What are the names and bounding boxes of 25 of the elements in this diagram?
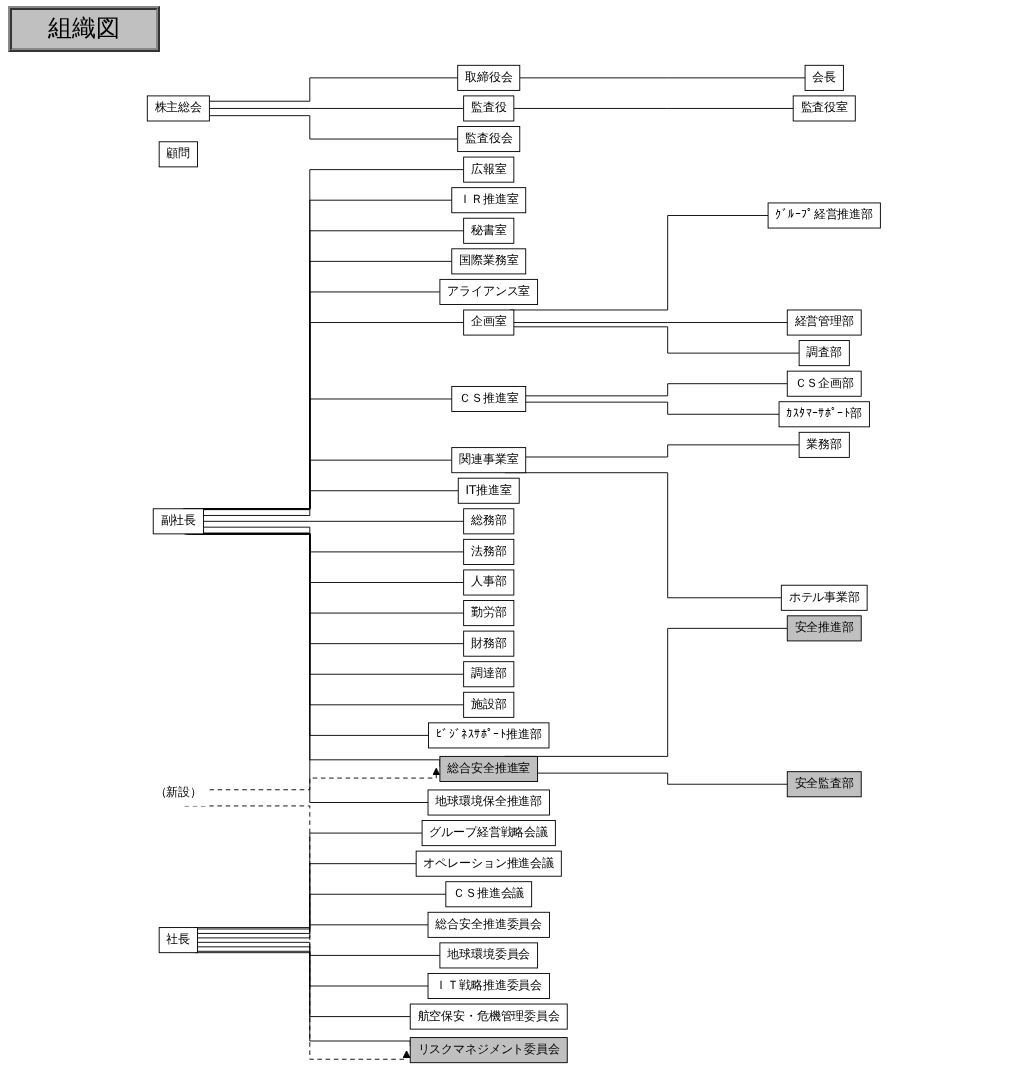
connector [525, 401, 780, 415]
connector [209, 115, 459, 140]
connector [537, 772, 788, 785]
connector [203, 490, 459, 516]
connector [203, 532, 465, 583]
connector [209, 77, 459, 102]
connector [525, 444, 800, 458]
connector [525, 383, 788, 397]
connector [193, 832, 423, 929]
connector [513, 326, 800, 354]
connector [513, 322, 788, 323]
title: 組織図 [8, 6, 160, 52]
connector [209, 108, 465, 109]
connector [203, 459, 453, 511]
connector [203, 526, 465, 553]
connector [203, 520, 465, 522]
connector [197, 950, 411, 1018]
connector [197, 946, 429, 987]
connector [513, 108, 794, 109]
connector [197, 941, 441, 956]
connector [197, 893, 447, 934]
connector [194, 952, 411, 1047]
connector [197, 924, 429, 939]
connector [519, 77, 806, 79]
connector [197, 863, 417, 930]
